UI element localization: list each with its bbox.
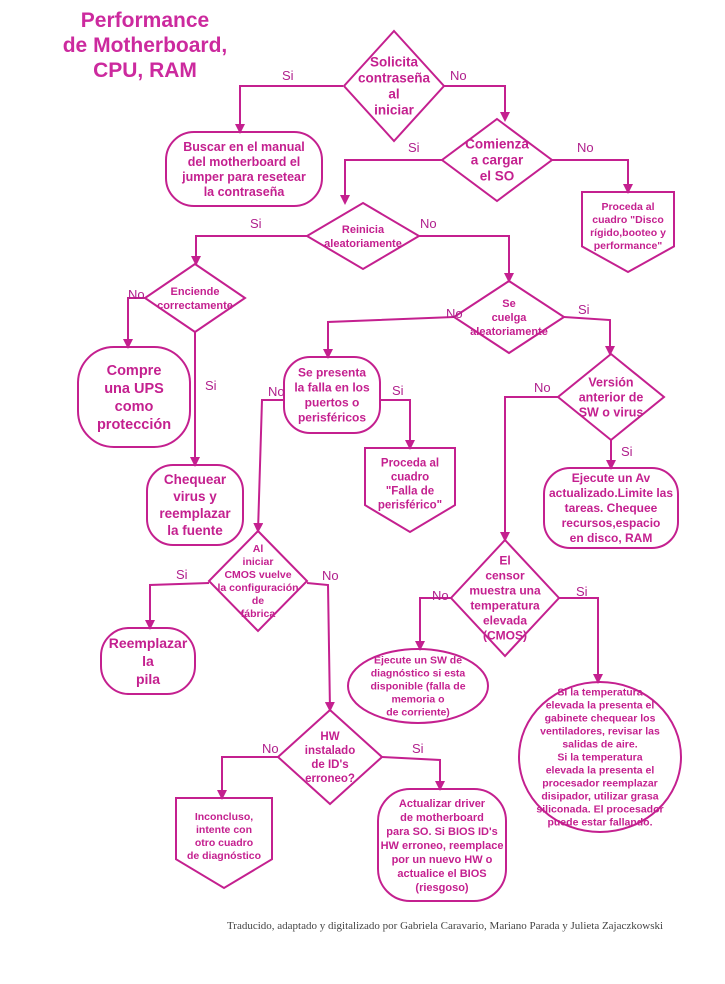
edge-label-e10: Si (578, 302, 590, 317)
footer-credits: Traducido, adaptado y digitalizado por G… (226, 920, 664, 932)
edge-label-e14: Si (621, 444, 633, 459)
node-shape-n6 (143, 262, 247, 334)
node-shape-n8 (146, 464, 244, 546)
edge-label-e20: Si (412, 741, 424, 756)
connector-e15 (145, 582, 210, 630)
node-shape-n2 (165, 131, 323, 207)
connector-e1 (235, 85, 343, 134)
connector-e9 (323, 316, 455, 359)
diagram-title: Performance de Motherboard, CPU, RAM (62, 9, 228, 82)
edge-label-e6: No (420, 216, 437, 231)
edge-label-e4: No (577, 140, 594, 155)
connector-e18 (559, 597, 603, 684)
edge-label-e3: Si (408, 140, 420, 155)
connector-e3 (340, 159, 442, 205)
node-shape-n16 (449, 538, 561, 658)
connector-e5 (191, 235, 307, 266)
edge-label-e17: No (432, 588, 449, 603)
node-shape-n12 (556, 352, 666, 442)
connector-e12 (253, 399, 284, 533)
node-shape-n7 (77, 346, 191, 448)
edge-label-e7: No (128, 287, 145, 302)
node-shape-n5 (305, 201, 421, 271)
connector-e13 (500, 396, 558, 542)
node-shape-n14 (207, 529, 309, 633)
node-shape-n18 (518, 681, 682, 833)
edge-label-e5: Si (250, 216, 262, 231)
node-shape-n21 (377, 788, 507, 902)
edge-label-e8: Si (205, 378, 217, 393)
connector-e10 (563, 316, 615, 356)
edge-label-e11: Si (392, 383, 404, 398)
edge-label-e2: No (450, 68, 467, 83)
node-shape-n13 (543, 467, 679, 549)
edge-label-e1: Si (282, 68, 294, 83)
connector-e20 (381, 756, 445, 791)
connector-e19 (217, 756, 278, 800)
node-shape-n1 (342, 29, 446, 143)
connector-e6 (419, 235, 514, 283)
node-shape-n9 (452, 279, 566, 355)
edge-label-e16: No (322, 568, 339, 583)
connector-e11 (380, 399, 415, 450)
connector-e17 (415, 597, 451, 651)
node-shape-n10 (283, 356, 381, 434)
edge-label-e15: Si (176, 567, 188, 582)
node-shape-n20 (175, 797, 273, 890)
edge-label-e19: No (262, 741, 279, 756)
connector-e16 (306, 582, 335, 712)
connector-e7 (123, 297, 145, 349)
edge-label-e12: No (268, 384, 285, 399)
node-shape-n19 (276, 708, 384, 806)
node-shape-n4 (581, 191, 675, 274)
node-shape-n17 (347, 648, 489, 724)
edge-label-e18: Si (576, 584, 588, 599)
edge-label-e13: No (534, 380, 551, 395)
node-shape-n15 (100, 627, 196, 695)
connector-e2 (444, 85, 510, 122)
connector-e4 (552, 159, 633, 194)
node-shape-n11 (364, 447, 456, 534)
edge-label-e9: No (446, 306, 463, 321)
node-shape-n3 (440, 117, 554, 203)
